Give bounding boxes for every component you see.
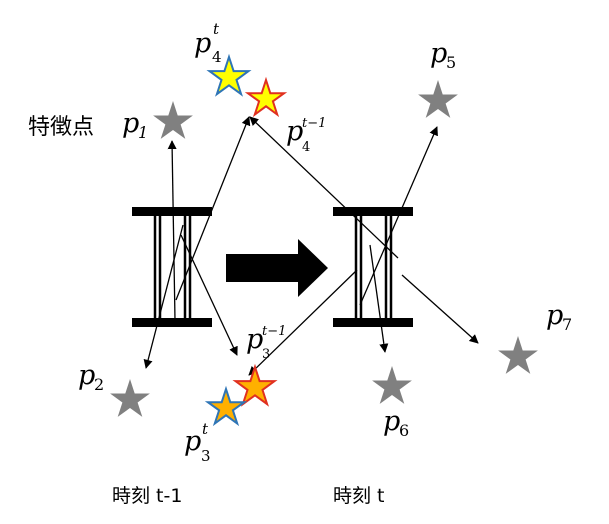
svg-text:p: p xyxy=(194,28,211,59)
svg-text:p: p xyxy=(430,38,447,69)
svg-text:p: p xyxy=(546,300,563,331)
frame-curr-top-bar xyxy=(333,207,413,216)
svg-text:3: 3 xyxy=(201,447,211,465)
stars xyxy=(110,53,538,427)
label-p3-t-1: p t−1 3 xyxy=(246,324,286,362)
svg-text:4: 4 xyxy=(212,48,222,66)
feature-point-prefix: 特徴点 xyxy=(28,115,94,140)
label-p6: p 6 xyxy=(383,406,409,440)
rays-prev xyxy=(143,116,251,369)
motion-arrow xyxy=(226,239,328,297)
yellow-star-icon xyxy=(206,53,252,97)
label-p3-t: p t 3 xyxy=(184,420,211,465)
label-p5: p 5 xyxy=(430,38,456,72)
rays-curr xyxy=(248,116,479,376)
svg-text:6: 6 xyxy=(399,421,409,440)
svg-text:5: 5 xyxy=(446,53,456,72)
label-p2: p 2 xyxy=(78,360,104,394)
svg-text:4: 4 xyxy=(302,140,310,155)
svg-text:p: p xyxy=(122,108,139,139)
svg-text:t: t xyxy=(202,420,209,438)
svg-text:p: p xyxy=(184,426,201,457)
time-curr-label: 時刻 t xyxy=(333,485,385,507)
gray-star-icon xyxy=(418,80,458,118)
red-outline-star-icon xyxy=(232,363,278,407)
svg-text:p: p xyxy=(286,116,303,147)
gray-star-icon xyxy=(110,379,150,417)
blue-outline-star-icon xyxy=(204,385,248,427)
svg-text:2: 2 xyxy=(94,375,104,394)
label-p1: p 1 xyxy=(122,108,148,142)
svg-text:p: p xyxy=(246,324,263,355)
svg-text:p: p xyxy=(383,406,400,437)
label-p4-t: p t 4 xyxy=(194,20,222,66)
gray-star-icon xyxy=(372,366,412,404)
vehicle-frame-prev xyxy=(132,207,212,327)
svg-text:3: 3 xyxy=(262,347,270,362)
svg-text:t−1: t−1 xyxy=(302,116,326,131)
svg-text:t−1: t−1 xyxy=(262,324,286,339)
time-prev-label: 時刻 t-1 xyxy=(112,485,182,507)
svg-text:p: p xyxy=(78,360,95,391)
gray-star-icon xyxy=(498,336,538,374)
label-p7: p 7 xyxy=(546,300,572,334)
svg-text:t: t xyxy=(213,20,220,38)
svg-text:7: 7 xyxy=(562,315,572,334)
red-outline-star-icon xyxy=(244,76,288,118)
frame-prev-bottom-bar xyxy=(132,318,212,327)
gray-star-icon xyxy=(153,101,193,139)
frame-curr-bottom-bar xyxy=(333,318,413,327)
label-p4-t-1: p t−1 4 xyxy=(286,116,326,155)
frame-prev-top-bar xyxy=(132,207,212,216)
svg-text:1: 1 xyxy=(138,123,148,142)
